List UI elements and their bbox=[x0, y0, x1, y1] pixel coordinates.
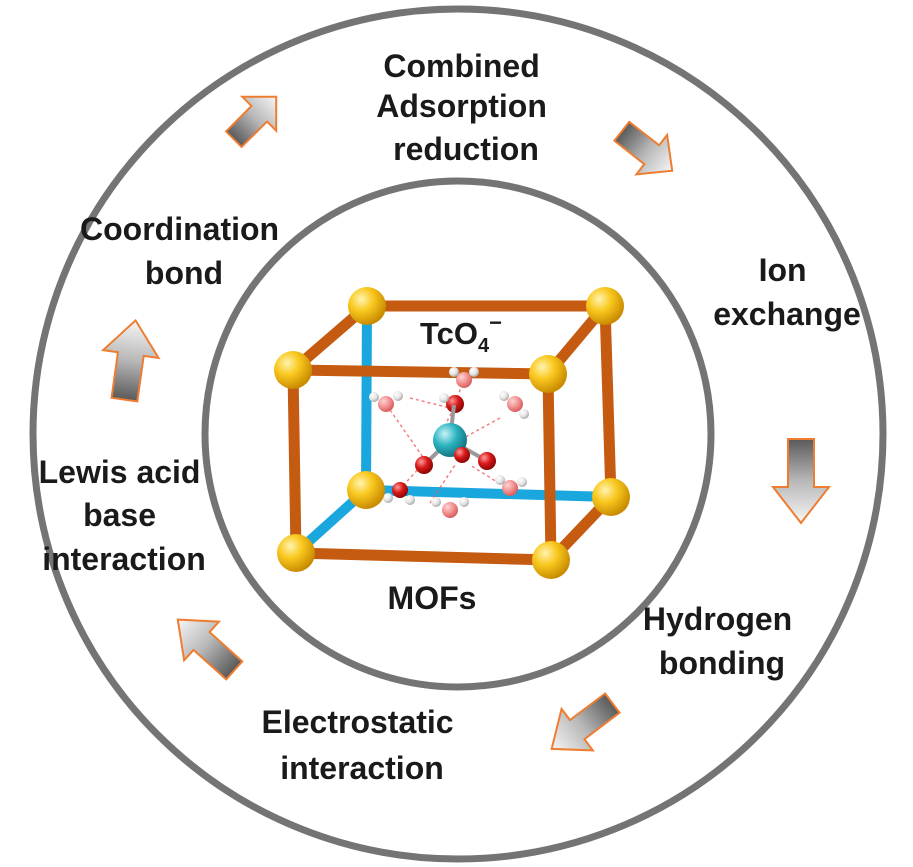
label-combined-adsorption-reduction: Combined Adsorption reduction bbox=[376, 48, 556, 167]
anion-formula-superscript: − bbox=[489, 310, 502, 335]
front-left-edge bbox=[287, 364, 302, 559]
label-ion-exchange: Ion exchange bbox=[713, 252, 861, 332]
cycle-arrows bbox=[100, 95, 832, 752]
arrow-coordination-to-combined bbox=[224, 95, 278, 149]
label-lewis-acid-base-interaction: Lewis acid base interaction bbox=[39, 454, 210, 577]
metal-node bbox=[348, 287, 386, 325]
label-hydrogen-bonding: Hydrogen bonding bbox=[643, 601, 801, 681]
front-top-edge bbox=[287, 364, 554, 380]
arrow-hydrogen-to-electrostatic bbox=[550, 692, 621, 752]
front-right-edge bbox=[542, 368, 557, 566]
label-electrostatic-interaction: Electrostatic interaction bbox=[262, 704, 463, 786]
outer-ring bbox=[29, 5, 887, 863]
label-coordination-bond: Coordination bond bbox=[80, 211, 288, 291]
label-tco4-anion: TcO4− bbox=[420, 310, 502, 357]
inner-ring bbox=[201, 177, 715, 691]
metal-nodes bbox=[274, 287, 630, 579]
oxygen-atom bbox=[454, 447, 470, 463]
anion-formula-base: TcO bbox=[420, 316, 478, 351]
metal-node bbox=[277, 534, 315, 572]
metal-node bbox=[347, 471, 385, 509]
arrow-ion-exchange-to-hydrogen bbox=[770, 438, 832, 525]
water-molecules bbox=[369, 367, 529, 518]
oxygen-atom bbox=[478, 452, 496, 470]
tco4-anion bbox=[415, 404, 496, 474]
arrow-lewis-to-coordination bbox=[100, 318, 161, 403]
front-bottom-edge bbox=[290, 547, 557, 566]
oxygen-atom bbox=[415, 456, 433, 474]
metal-node bbox=[586, 287, 624, 325]
metal-node bbox=[529, 355, 567, 393]
tco4-cluster bbox=[369, 367, 529, 518]
metal-node bbox=[532, 541, 570, 579]
label-mofs: MOFs bbox=[388, 580, 477, 616]
arrow-electrostatic-to-lewis bbox=[176, 618, 244, 681]
back-right-edge bbox=[599, 300, 617, 503]
metal-node bbox=[592, 478, 630, 516]
anion-formula-subscript: 4 bbox=[478, 335, 490, 357]
back-edge-vertical bbox=[361, 305, 372, 491]
metal-node bbox=[274, 351, 312, 389]
arrow-combined-to-ion-exchange bbox=[612, 120, 674, 176]
